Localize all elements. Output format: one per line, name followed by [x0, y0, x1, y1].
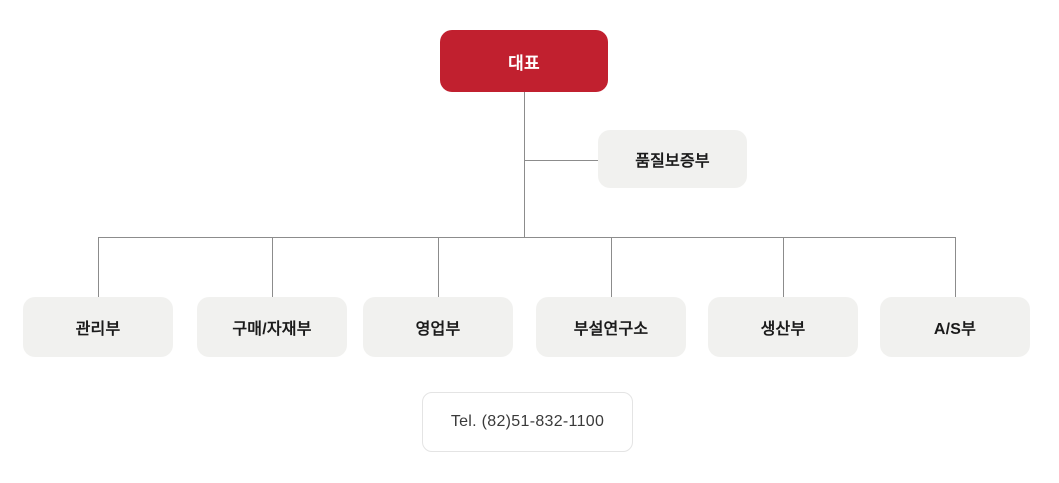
- connector-drop: [272, 237, 273, 297]
- org-node-dept: 구매/자재부: [197, 297, 347, 357]
- connector-drop: [955, 237, 956, 297]
- org-node-label: 품질보증부: [635, 153, 710, 170]
- contact-phone-label: Tel. (82)51-832-1100: [450, 413, 605, 430]
- org-node-label: 생산부: [760, 321, 806, 338]
- org-node-quality-assurance: 품질보증부: [598, 130, 747, 188]
- org-node-label: 영업부: [415, 321, 461, 338]
- org-node-dept: 영업부: [363, 297, 513, 357]
- connector-horizontal-bus: [98, 237, 955, 238]
- org-node-dept: 부설연구소: [536, 297, 686, 357]
- org-node-label: 관리부: [75, 321, 121, 338]
- contact-phone-box: Tel. (82)51-832-1100: [422, 392, 633, 452]
- org-node-ceo: 대표: [440, 30, 608, 92]
- connector-drop: [98, 237, 99, 297]
- connector-staff-branch: [524, 160, 598, 161]
- connector-drop: [611, 237, 612, 297]
- connector-drop: [438, 237, 439, 297]
- org-node-label: A/S부: [933, 321, 977, 338]
- connector-drop: [783, 237, 784, 297]
- org-node-dept: 생산부: [708, 297, 858, 357]
- connector-root-trunk: [524, 92, 525, 237]
- org-node-label: 구매/자재부: [232, 321, 312, 338]
- org-node-dept: A/S부: [880, 297, 1030, 357]
- org-node-label: 대표: [508, 53, 540, 73]
- org-node-dept: 관리부: [23, 297, 173, 357]
- org-node-label: 부설연구소: [573, 321, 649, 338]
